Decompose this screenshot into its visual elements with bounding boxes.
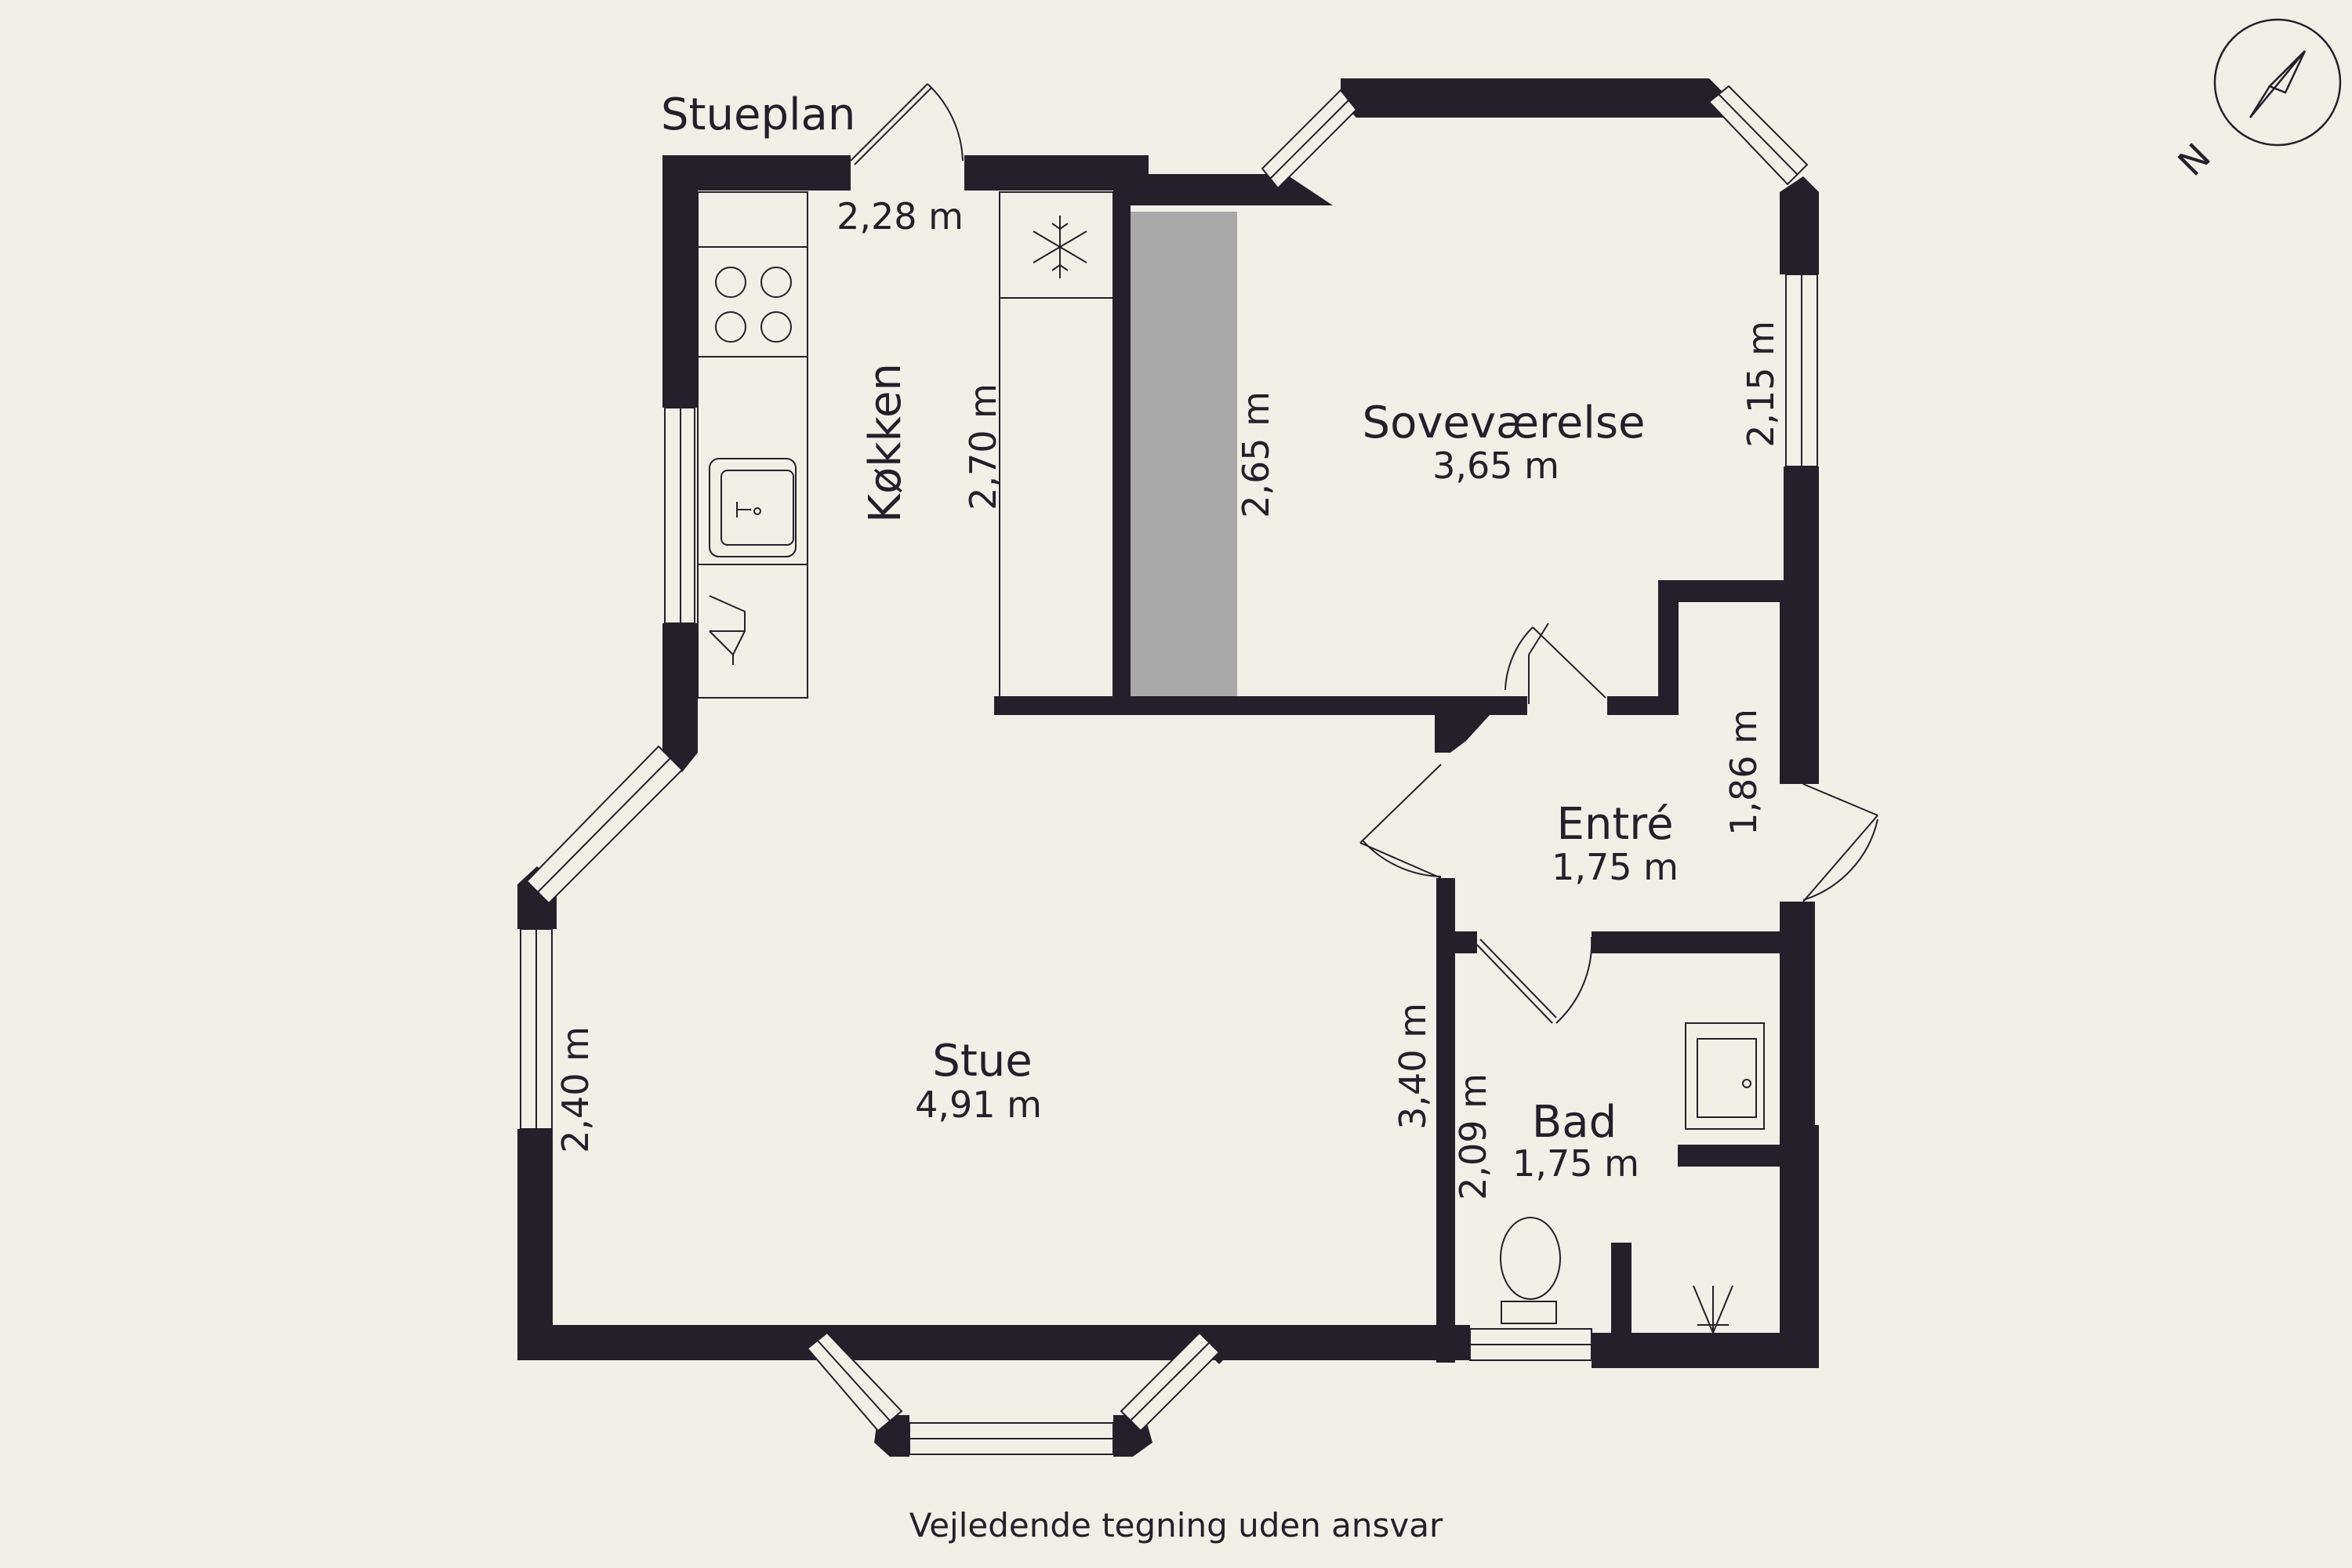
kitchen-counter	[697, 191, 808, 699]
dim-kitchen-width: 2,28 m	[837, 195, 964, 238]
dim-kitchen-length: 2,70 m	[962, 383, 1004, 510]
freezer-icon	[1033, 216, 1087, 278]
entrance-door-left	[1359, 764, 1442, 879]
compass-north-label: N	[2169, 135, 2219, 184]
disclaimer-text: Vejledende tegning uden ansvar	[909, 1506, 1443, 1544]
closet-area	[1129, 212, 1237, 696]
stove-icon	[715, 267, 792, 343]
bathroom-sink-icon	[1685, 1022, 1765, 1130]
room-living-name: Stue	[932, 1036, 1032, 1087]
room-entrance-size: 1,75 m	[1552, 846, 1679, 888]
room-living-size: 4,91 m	[915, 1083, 1042, 1126]
room-bedroom-size: 3,65 m	[1432, 445, 1559, 487]
room-bedroom-name: Soveværelse	[1363, 397, 1646, 448]
bedroom-door	[1504, 622, 1606, 704]
shower-drain-icon	[1693, 1285, 1733, 1335]
front-door	[1802, 783, 1878, 902]
floor-label: Stueplan	[661, 89, 855, 140]
room-kitchen-name: Køkken	[860, 363, 911, 523]
room-bathroom-name: Bad	[1532, 1097, 1617, 1148]
toilet-icon	[1500, 1217, 1561, 1324]
dim-bedroom-side: 2,15 m	[1740, 321, 1782, 448]
sink-icon	[709, 458, 797, 557]
windows	[520, 85, 1818, 1455]
walls	[517, 78, 1819, 1457]
dim-living-right: 3,40 m	[1392, 1003, 1434, 1130]
room-entrance-name: Entré	[1556, 799, 1673, 850]
dim-living-side: 2,40 m	[554, 1026, 597, 1153]
bathroom-door	[1476, 936, 1593, 1024]
dim-closet-length: 2,65 m	[1235, 391, 1277, 518]
compass-icon	[2213, 18, 2342, 147]
doors	[850, 83, 1878, 1024]
fridge-cabinet	[999, 191, 1114, 699]
kitchen-door	[850, 83, 964, 165]
dishwasher-icon	[709, 595, 746, 665]
room-bathroom-size: 1,75 m	[1512, 1142, 1639, 1185]
dim-bathroom-side: 2,09 m	[1452, 1073, 1494, 1200]
dim-entrance-side: 1,86 m	[1722, 709, 1765, 836]
floor-area	[533, 90, 1803, 1419]
